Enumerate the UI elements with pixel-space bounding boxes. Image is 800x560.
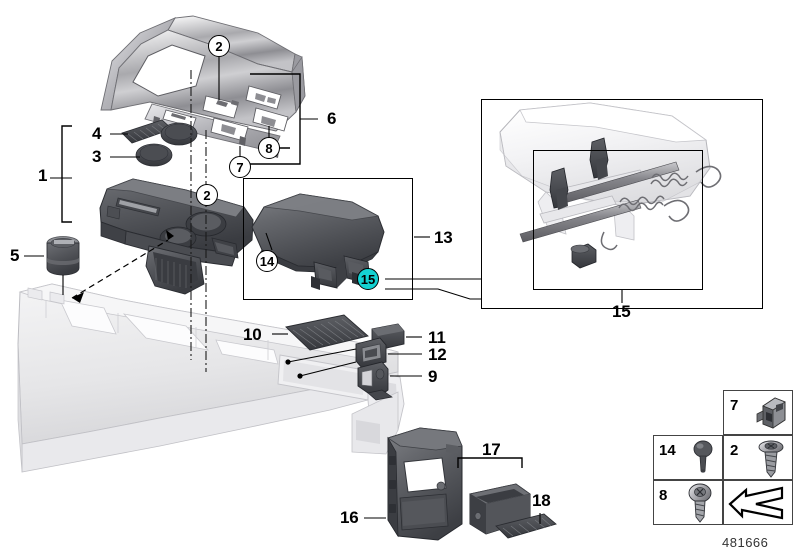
installed-position-pointer	[71, 230, 174, 303]
part-cover-cap	[371, 323, 405, 351]
callout-10: 10	[243, 325, 262, 344]
part-rear-storage-bin	[468, 483, 531, 535]
part-chrome-trim-bezel	[100, 15, 306, 158]
rivet-pin-icon	[693, 440, 713, 473]
fastener-legend: 7 14 2	[653, 390, 793, 525]
part-console-storage-tray	[99, 178, 254, 295]
armrest-detail-box	[243, 178, 413, 300]
mechanism-outer-box	[481, 99, 763, 309]
callout-2-top: 2	[208, 35, 230, 57]
clip-icon	[756, 397, 786, 429]
callout-14: 14	[256, 250, 278, 272]
part-rear-console-trim	[387, 427, 463, 541]
mechanism-inner-box	[533, 150, 703, 290]
part-rubber-insert-long	[121, 119, 173, 144]
part-ashtray-insert	[46, 236, 80, 276]
part-cupholder-mats	[135, 122, 198, 167]
arrow-symbol-icon	[728, 486, 784, 520]
callout-9: 9	[428, 367, 438, 386]
legend-number-14: 14	[659, 442, 676, 459]
legend-cell-2	[723, 435, 793, 480]
callout-3: 3	[92, 147, 102, 166]
leader-lines-with-dots	[285, 348, 357, 379]
drawing-number: 481666	[722, 535, 769, 550]
part-rubber-mat	[285, 314, 369, 351]
callout-8: 8	[258, 137, 280, 159]
part-socket-insert	[355, 337, 387, 369]
callout-6: 6	[327, 109, 337, 128]
callout-5: 5	[10, 246, 20, 265]
part-bracket-holder	[357, 361, 393, 401]
callout-15-detail: 15	[612, 302, 631, 321]
callout-11: 11	[428, 328, 446, 347]
callout-4: 4	[92, 124, 102, 143]
legend-cell-14	[653, 435, 723, 480]
callout-7: 7	[229, 156, 251, 178]
part-center-console-body	[17, 283, 405, 473]
callout-15-highlight: 15	[357, 268, 379, 290]
callout-1: 1	[38, 166, 48, 185]
callout-13: 13	[434, 228, 453, 247]
flat-head-screw-icon	[758, 440, 784, 478]
callout-17: 17	[482, 440, 501, 459]
pan-head-screw-icon	[688, 483, 712, 523]
part-rear-rubber-mat	[495, 513, 557, 539]
callout-18: 18	[532, 491, 551, 510]
legend-cell-8	[653, 480, 723, 525]
legend-number-2: 2	[730, 442, 739, 459]
legend-cell-7	[723, 390, 793, 435]
alignment-axis-lines	[190, 70, 207, 372]
callout-12: 12	[428, 345, 447, 364]
callout-16: 16	[340, 508, 359, 527]
legend-number-8: 8	[659, 487, 668, 504]
legend-number-7: 7	[730, 397, 739, 414]
callout-2-lower: 2	[196, 184, 218, 206]
